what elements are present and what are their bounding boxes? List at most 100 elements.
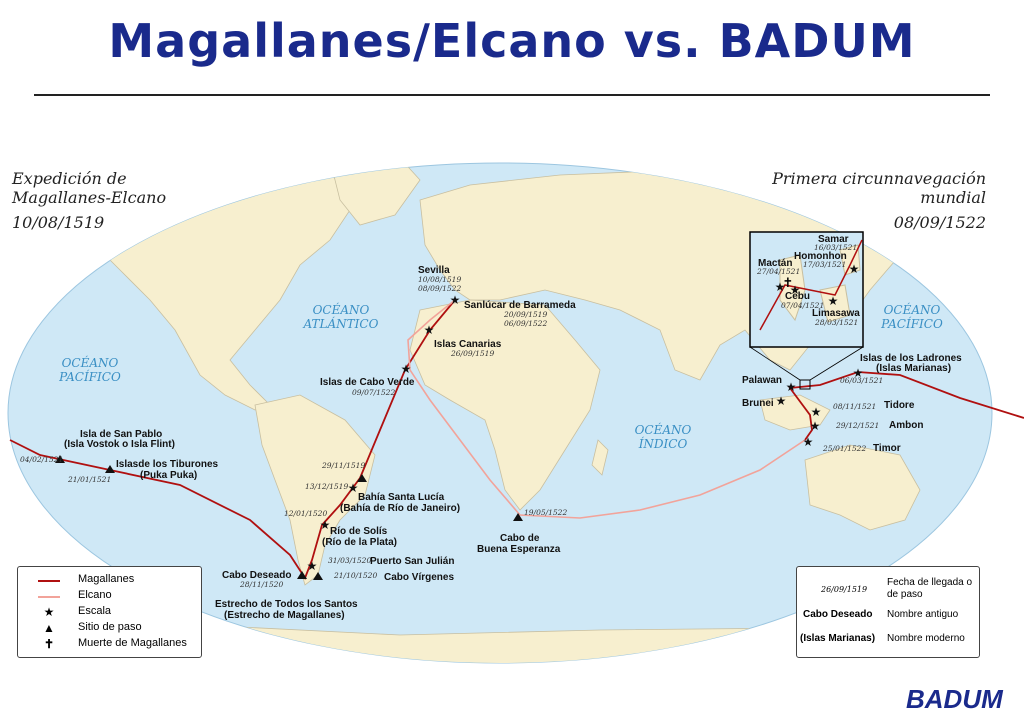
star-marker-timor: ★ [803, 435, 814, 449]
legend-line-elcano [38, 589, 60, 604]
place-ambon: Ambon [889, 420, 923, 431]
key-new-sample: (Islas Marianas) [800, 633, 876, 644]
land-madagascar [591, 439, 609, 476]
place-ladrones-1: Islas de los Ladrones [860, 353, 962, 364]
triangle-icon: ▲ [43, 621, 55, 635]
date-sevilla-2: 08/09/1522 [418, 284, 461, 293]
key-new-desc: Nombre moderno [887, 633, 965, 644]
place-buena-esperanza-2: Buena Esperanza [477, 544, 561, 555]
inset-leader-line-2 [809, 346, 864, 381]
land-new-zealand [927, 529, 946, 566]
star-icon: ★ [43, 605, 55, 619]
inset-cebu: Cebu [785, 291, 810, 302]
inset-route [759, 239, 863, 331]
date-sanlucar-1: 20/09/1519 [503, 310, 547, 319]
place-palawan: Palawan [742, 375, 782, 386]
date-tidore: 08/11/1521 [833, 402, 876, 411]
triangle-marker-brasil [357, 474, 367, 482]
triangle-marker-tiburones [105, 465, 115, 473]
legend-row-muerte: ✝ Muerte de Magallanes [18, 637, 201, 652]
header-left: Expedición de Magallanes-Elcano 10/08/15… [12, 169, 166, 232]
date-ambon: 29/12/1521 [835, 421, 879, 430]
place-deseado: Cabo Deseado [222, 570, 291, 581]
inset-date-limasawa: 28/03/1521 [814, 318, 858, 327]
triangle-marker-deseado [297, 571, 307, 579]
land-south-america [254, 394, 376, 586]
star-marker-tidore: ★ [811, 405, 822, 419]
place-timor: Timor [873, 443, 901, 454]
legend-panel: Magallanes Elcano ★ Escala ▲ Sitio de pa… [17, 566, 202, 658]
star-marker-samar: ★ [849, 262, 860, 276]
place-estrecho-2: (Estrecho de Magallanes) [224, 610, 345, 621]
header-left-line2: Magallanes-Elcano [12, 188, 167, 207]
legend-label-escala: Escala [78, 605, 112, 617]
star-marker-limasawa: ★ [828, 294, 839, 308]
place-cabo-verde: Islas de Cabo Verde [320, 377, 415, 388]
date-brasil: 29/11/1519 [321, 461, 365, 470]
star-marker-sevilla: ★ [450, 293, 461, 307]
inset-locator [799, 379, 811, 390]
place-canarias: Islas Canarias [434, 339, 502, 350]
legend-row-magallanes: Magallanes [18, 573, 201, 588]
legend-row-sitio: ▲ Sitio de paso [18, 621, 201, 636]
ocean-label-atlantic-1: OCÉANO [313, 302, 370, 317]
world-route-map: ★ ★ ★ ★ ★ ★ ★ ★ ★ ★ ★ ★ ★ ★ ★ ★ ✝ OCÉANO… [7, 162, 1024, 664]
place-buena-esperanza-1: Cabo de [500, 533, 540, 544]
date-cabo-verde: 09/07/1522 [352, 388, 395, 397]
place-san-pablo-2: (Isla Vostok o Isla Flint) [64, 439, 175, 450]
place-santa-lucia-1: Bahía Santa Lucía [358, 492, 445, 503]
place-tidore: Tidore [884, 400, 915, 411]
place-brunei: Brunei [742, 398, 774, 409]
star-marker-cebu: ★ [790, 283, 801, 297]
legend-label-muerte: Muerte de Magallanes [78, 637, 187, 649]
inset-leader-line [749, 346, 801, 381]
header-right-line1: Primera circunnavegación [772, 169, 986, 188]
place-virgenes: Cabo Vírgenes [384, 572, 454, 583]
date-deseado: 28/11/1520 [239, 580, 283, 589]
inset-date-homonhon: 17/03/1521 [803, 260, 846, 269]
legend-line-magallanes [38, 573, 60, 588]
header-right: Primera circunnavegación mundial 08/09/1… [772, 169, 986, 232]
notation-key-panel: 26/09/1519 Fecha de llegada o de paso Ca… [796, 566, 980, 658]
inset-date-samar: 16/03/1521 [814, 243, 857, 252]
star-marker-canarias: ★ [424, 323, 435, 337]
header-left-line1: Expedición de [12, 169, 127, 188]
inset-homonhon: Homonhon [794, 251, 847, 262]
triangle-marker-buena-esperanza [513, 513, 523, 521]
inset-date-mactan: 27/04/1521 [756, 267, 800, 276]
ocean-label-pacific-e-2: PACÍFICO [880, 316, 943, 331]
place-solis-1: Río de Solís [330, 526, 388, 537]
key-old-desc: Nombre antiguo [887, 609, 959, 620]
inset-limasawa: Limasawa [812, 308, 860, 319]
date-tiburones: 21/01/1521 [67, 475, 111, 484]
date-buena-esperanza: 19/05/1522 [524, 508, 567, 517]
place-san-julian: Puerto San Julián [370, 556, 454, 567]
star-marker-ladrones: ★ [853, 366, 864, 380]
date-sanlucar-2: 06/09/1522 [504, 319, 547, 328]
land-indonesia [759, 394, 831, 431]
ocean-label-indian-1: OCÉANO [635, 422, 692, 437]
legend-row-escala: ★ Escala [18, 605, 201, 620]
ocean-label-atlantic-2: ATLÁNTICO [303, 316, 379, 331]
cross-marker-mactan: ✝ [783, 276, 794, 291]
place-sevilla: Sevilla [418, 265, 450, 276]
place-tiburones-2: (Puka Puka) [140, 470, 197, 481]
brand-logo: BADUM [906, 684, 1003, 714]
ocean-label-indian-2: ÍNDICO [638, 436, 688, 451]
route-elcano [407, 299, 806, 519]
title-divider [34, 94, 990, 96]
date-virgenes: 21/10/1520 [333, 571, 377, 580]
legend-label-magallanes: Magallanes [78, 573, 135, 585]
legend-label-elcano: Elcano [78, 589, 112, 601]
key-old-sample: Cabo Deseado [803, 609, 873, 620]
header-left-date: 10/08/1519 [12, 213, 105, 232]
inset-date-cebu: 07/04/1521 [781, 301, 824, 310]
date-san-julian: 31/03/1520 [328, 556, 371, 565]
date-timor: 25/01/1522 [822, 444, 866, 453]
place-estrecho-1: Estrecho de Todos los Santos [215, 599, 358, 610]
place-tiburones-1: Islasde los Tiburones [116, 459, 219, 470]
legend-row-elcano: Elcano [18, 589, 201, 604]
land-africa [409, 299, 601, 511]
legend-label-sitio: Sitio de paso [78, 621, 142, 633]
land-australia [804, 444, 921, 531]
